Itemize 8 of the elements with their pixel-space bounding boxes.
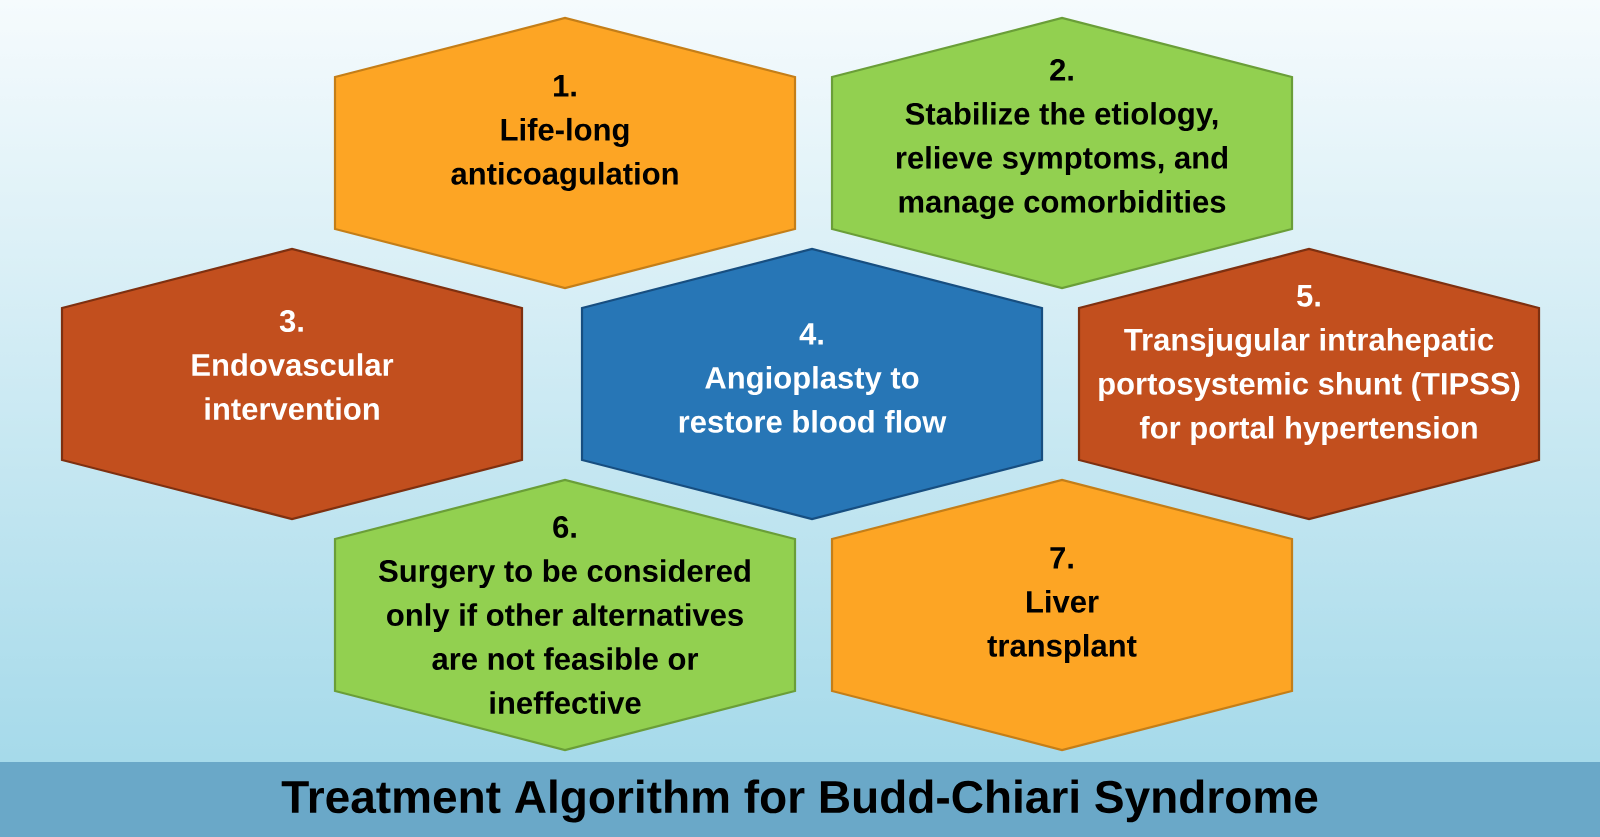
- hexagon: 3. Endovascular intervention: [60, 247, 524, 521]
- hexagon: 6. Surgery to be considered only if other alternatives are not feasible or ineffective: [333, 478, 797, 752]
- title-banner: Treatment Algorithm for Budd-Chiari Syndrome: [0, 762, 1600, 837]
- hexagon: 1. Life-long anticoagulation: [333, 16, 797, 290]
- hexagon: 7. Liver transplant: [830, 478, 1294, 752]
- hexagon: 4. Angioplasty to restore blood flow: [580, 247, 1044, 521]
- hexagon: 5. Transjugular intrahepatic portosystemic shunt (TIPSS) for portal hypertension: [1077, 247, 1541, 521]
- hexagon: 2. Stabilize the etiology, relieve symptoms, and manage comorbidities: [830, 16, 1294, 290]
